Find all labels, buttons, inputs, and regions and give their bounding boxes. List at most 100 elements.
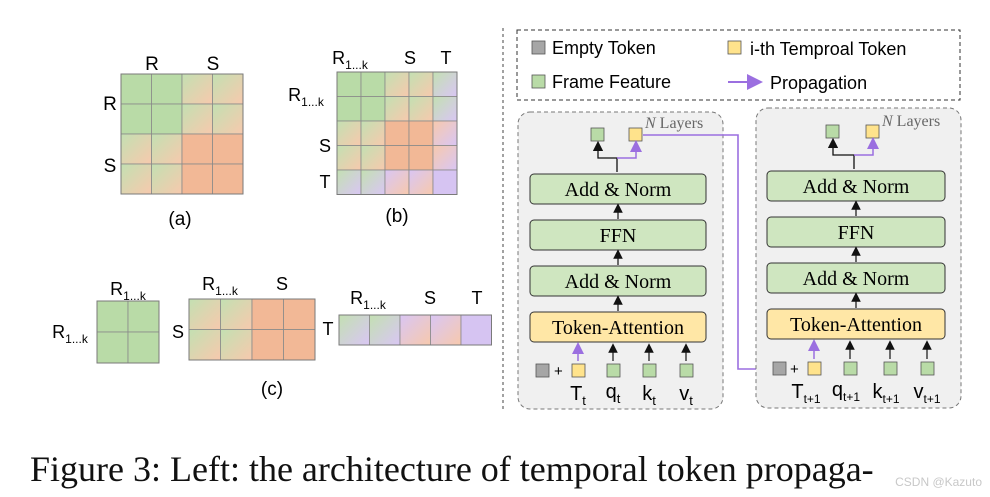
block-t-input-label-q: qt <box>606 381 621 406</box>
matrix-cell <box>432 96 458 122</box>
matrix-cell <box>408 120 434 146</box>
block-t1-n-layers: N Layers <box>881 113 940 130</box>
block-t1-input-label-k: kt+1 <box>872 381 899 406</box>
matrix-b-cells <box>336 71 458 195</box>
matrix-cell <box>251 329 284 361</box>
block-t-plus: + <box>554 363 563 380</box>
block-t-ffn-label: FFN <box>600 225 637 247</box>
matrix-cell <box>212 163 244 195</box>
matrix-cell <box>408 145 434 171</box>
matrix-a: R S R S (a) <box>103 54 244 230</box>
matrix-c3-col-label-s: S <box>424 288 436 308</box>
block-t-input-label-v: vt <box>679 383 693 408</box>
transformer-block-t: N Layers Add & Norm FFN Add & Norm Token… <box>517 111 724 410</box>
matrix-b-row-label-s: S <box>319 136 331 156</box>
matrix-cell <box>408 96 434 122</box>
legend: Empty Token i-th Temproal Token Frame Fe… <box>516 29 961 101</box>
block-t1-token-attention <box>766 308 946 340</box>
matrix-cell <box>384 145 410 171</box>
matrix-c-caption: (c) <box>261 379 283 400</box>
matrix-cell <box>432 169 458 195</box>
matrix-cell <box>151 163 183 195</box>
block-t1-output-frame-token <box>825 124 840 139</box>
matrix-cell <box>120 103 152 135</box>
matrix-cell <box>360 120 386 146</box>
matrix-cell <box>181 133 213 165</box>
matrix-c1-cells <box>96 300 160 364</box>
matrix-cell <box>336 145 362 171</box>
block-t-input-label-k: kt <box>642 383 656 408</box>
matrix-b-row-label-r: R1...k <box>288 85 325 109</box>
block-t1-input-q <box>843 361 858 376</box>
matrix-cell <box>283 298 316 330</box>
matrix-cell <box>408 169 434 195</box>
matrix-c2-col-label-r: R1...k <box>202 274 239 298</box>
block-t1-empty-token <box>772 361 787 376</box>
legend-empty-token: Empty Token <box>552 38 656 58</box>
matrix-border <box>120 73 244 195</box>
matrix-c3-col-label-r: R1...k <box>350 288 387 312</box>
matrix-a-caption: (a) <box>168 209 191 230</box>
block-t1-output-arrow-frame <box>827 137 855 169</box>
matrix-border <box>336 71 458 195</box>
matrix-cell <box>212 103 244 135</box>
block-t1-input-label-v: vt+1 <box>913 381 940 406</box>
block-t-add-norm-top-label: Add & Norm <box>565 179 672 201</box>
matrix-cell <box>212 73 244 105</box>
matrix-cell <box>430 314 462 346</box>
watermark: CSDN @Kazuto <box>895 475 982 489</box>
matrix-border <box>96 300 160 364</box>
matrix-cell <box>120 133 152 165</box>
matrix-b-caption: (b) <box>385 206 408 227</box>
matrix-cell <box>460 314 492 346</box>
legend-propagation: Propagation <box>770 73 867 93</box>
block-t-output-temporal-token <box>628 127 643 142</box>
matrix-cell <box>181 73 213 105</box>
matrix-cell <box>151 73 183 105</box>
block-t-output-frame-token <box>590 127 605 142</box>
matrix-c3-col-label-t: T <box>472 288 483 308</box>
block-t-token-attention-label: Token-Attention <box>552 317 684 339</box>
block-t-output-arrow-temporal <box>617 140 642 159</box>
block-t-token-attention <box>529 311 707 343</box>
block-t-input-k <box>642 363 657 378</box>
matrix-cell <box>151 133 183 165</box>
block-t-input-label-t: Tt <box>570 383 586 408</box>
matrix-cell <box>360 96 386 122</box>
matrix-cell <box>181 163 213 195</box>
block-t1-add-norm-top-label: Add & Norm <box>803 176 910 198</box>
matrix-c2-row-label: S <box>172 322 184 342</box>
matrix-b-col-label-t: T <box>441 48 452 68</box>
block-t-input-q <box>606 363 621 378</box>
matrix-cell <box>360 71 386 97</box>
matrix-cell <box>120 163 152 195</box>
matrix-cell <box>220 298 253 330</box>
matrix-cell <box>360 145 386 171</box>
matrix-cell <box>96 300 129 333</box>
matrix-cell <box>336 71 362 97</box>
matrix-cell <box>336 96 362 122</box>
matrix-border <box>338 314 492 346</box>
matrix-cell <box>432 71 458 97</box>
block-t1-input-label-q: qt+1 <box>832 379 860 404</box>
matrix-c2-cells <box>188 298 316 361</box>
matrix-cell <box>220 329 253 361</box>
matrix-cell <box>432 145 458 171</box>
transformer-block-t-plus-1: N Layers Add & Norm FFN Add & Norm Token… <box>755 107 962 409</box>
matrix-a-col-label-r: R <box>145 54 159 75</box>
matrix-a-row-label-r: R <box>103 94 117 115</box>
legend-border <box>516 29 961 101</box>
block-t1-add-norm-bottom-label: Add & Norm <box>803 268 910 290</box>
block-t1-output-temporal-token <box>865 124 880 139</box>
matrix-cell <box>212 133 244 165</box>
block-t1-ffn-label: FFN <box>838 222 875 244</box>
matrix-cell <box>360 169 386 195</box>
block-t-input-v <box>679 363 694 378</box>
matrix-cell <box>127 331 160 364</box>
matrix-c1-col-label: R1...k <box>110 279 147 303</box>
block-t-input-temporal-token <box>571 363 586 378</box>
matrix-b-col-label-s: S <box>404 48 416 68</box>
block-t1-input-k <box>883 361 898 376</box>
matrix-cell <box>384 169 410 195</box>
matrix-cell <box>188 298 221 330</box>
